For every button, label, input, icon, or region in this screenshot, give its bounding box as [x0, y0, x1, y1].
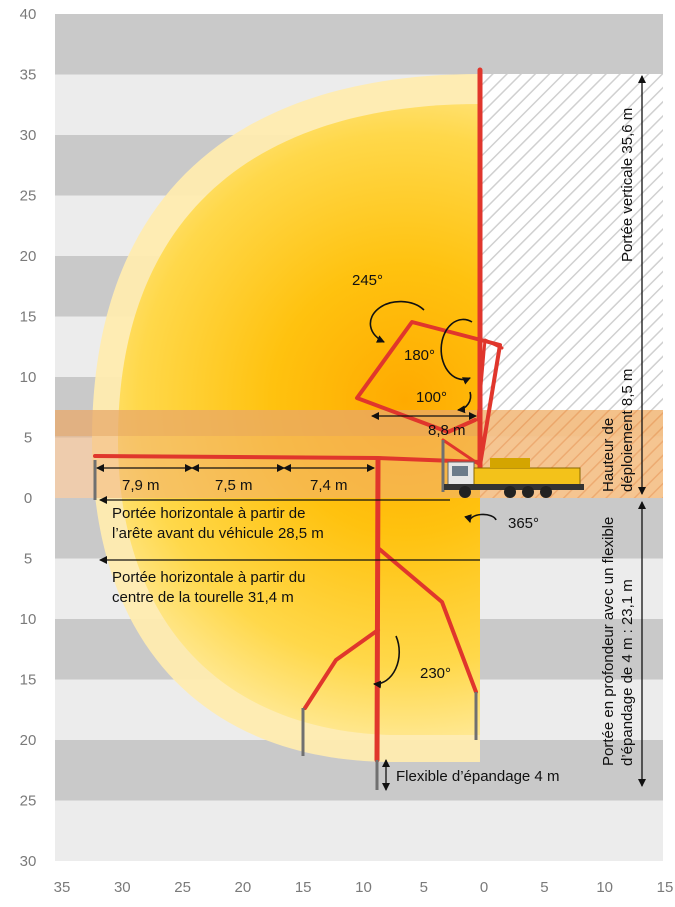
- hose-label: Flexible d’épandage 4 m: [396, 768, 559, 785]
- boom-down-right: [376, 546, 478, 694]
- dim-seg2-label: 7,5 m: [215, 477, 253, 494]
- reach-front-line2: l’arête avant du véhicule 28,5 m: [112, 525, 324, 542]
- y-tick-label: 20: [20, 248, 37, 265]
- depth-label-line2: d’épandage de 4 m : 23,1 m: [619, 579, 636, 766]
- dim-seg1-label: 7,9 m: [122, 477, 160, 494]
- boom-folded-2: [476, 338, 504, 422]
- depth-label-line1: Portée en profondeur avec un flexible: [600, 517, 617, 766]
- reach-center-line1: Portée horizontale à partir du: [112, 569, 305, 586]
- y-tick-label: 40: [20, 6, 37, 23]
- reach-front-line1: Portée horizontale à partir de: [112, 505, 305, 522]
- rotation-100-icon: [457, 391, 472, 414]
- grid-band: [55, 800, 663, 861]
- rotation-230-icon: [373, 635, 401, 689]
- dim-seg3-label: 7,4 m: [310, 477, 348, 494]
- hatched-zone: [480, 74, 663, 410]
- reach-center-line2: centre de la tourelle 31,4 m: [112, 589, 294, 606]
- dim-turret-label: 8,8 m: [428, 422, 466, 439]
- angle-180-label: 180°: [404, 347, 435, 364]
- y-tick-label: 30: [20, 127, 37, 144]
- y-tick-label: 25: [20, 188, 37, 205]
- rotation-180-icon: [440, 318, 473, 385]
- truck: [444, 458, 584, 498]
- y-tick-label: 25: [20, 793, 37, 810]
- y-tick-label: 0: [24, 490, 32, 507]
- y-tick-label: 15: [20, 672, 37, 689]
- y-tick-label: 30: [20, 853, 37, 870]
- rotation-365-icon: [464, 513, 497, 523]
- y-tick-label: 5: [24, 551, 32, 568]
- x-axis-ticks: 35 30 25 20 15 10 5 0 5 10 15: [54, 879, 674, 896]
- vertical-reach-label: Portée verticale 35,6 m: [619, 108, 636, 262]
- y-tick-label: 20: [20, 732, 37, 749]
- y-tick-label: 35: [20, 67, 37, 84]
- boom-down-left: [303, 628, 380, 710]
- x-tick-label: 0: [480, 879, 488, 896]
- x-tick-label: 15: [295, 879, 312, 896]
- x-tick-label: 5: [420, 879, 428, 896]
- angle-230-label: 230°: [420, 665, 451, 682]
- y-tick-label: 10: [20, 369, 37, 386]
- boom-folded: [355, 320, 502, 467]
- x-tick-label: 25: [174, 879, 191, 896]
- y-tick-label: 15: [20, 309, 37, 326]
- boom-down: [374, 457, 381, 763]
- deploy-label-line1: Hauteur de: [600, 418, 617, 492]
- x-tick-label: 10: [596, 879, 613, 896]
- x-tick-label: 5: [540, 879, 548, 896]
- dimension-lines: [96, 75, 646, 791]
- angle-365-label: 365°: [508, 515, 539, 532]
- hoses: [93, 440, 478, 790]
- x-tick-label: 20: [235, 879, 252, 896]
- angle-245-label: 245°: [352, 272, 383, 289]
- deploy-label-line2: déploiement 8,5 m: [619, 369, 636, 492]
- angle-100-label: 100°: [416, 389, 447, 406]
- x-tick-label: 30: [114, 879, 131, 896]
- rotation-arrows: [369, 300, 497, 689]
- x-tick-label: 15: [657, 879, 674, 896]
- boom-horizontal-dip: [441, 438, 482, 467]
- y-tick-label: 5: [24, 430, 32, 447]
- x-tick-label: 10: [355, 879, 372, 896]
- grid-band: [55, 14, 663, 75]
- rotation-245-icon: [369, 300, 425, 343]
- boom-lines: [93, 67, 504, 763]
- x-tick-label: 35: [54, 879, 71, 896]
- y-axis-ticks: 40 35 30 25 20 15 10 5 0 5 10 15 20 25 30: [20, 6, 37, 870]
- y-tick-label: 10: [20, 611, 37, 628]
